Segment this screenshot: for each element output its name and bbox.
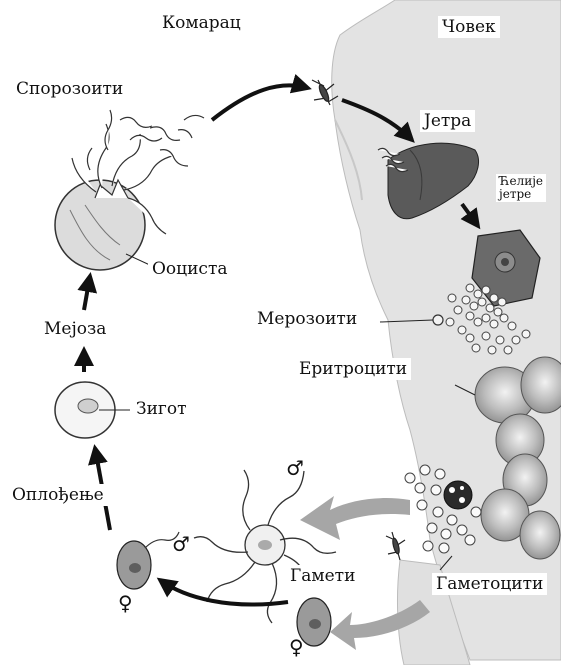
label-sporozoites: Спорозоити <box>12 78 127 100</box>
female-symbol-bottom: ♀ <box>285 636 308 658</box>
label-meiosis: Мејоза <box>40 318 110 340</box>
arrow-to-human <box>212 85 308 120</box>
label-liver-cells: Ћелије јетре <box>496 174 546 202</box>
female-symbol-left: ♀ <box>114 592 137 614</box>
header-mosquito: Комарац <box>158 12 245 34</box>
merozoite-sample <box>433 315 443 325</box>
arrow-to-oocyst <box>84 276 90 310</box>
label-gametocytes: Гаметоцити <box>432 573 547 595</box>
male-symbol-upper: ♂ <box>282 457 308 479</box>
label-oocyst: Ооциста <box>148 258 232 280</box>
label-zygote: Зигот <box>132 398 190 420</box>
header-human: Човек <box>438 16 500 38</box>
label-merozoites: Мерозоити <box>253 308 361 330</box>
label-gametes: Гамети <box>286 565 359 587</box>
infected-erythrocyte <box>444 481 472 509</box>
mosquito-bottom-icon <box>386 532 405 560</box>
male-symbol-lower: ♂ <box>168 533 194 555</box>
label-erythrocytes: Еритроцити <box>295 358 411 380</box>
label-fertilization: Оплођење <box>8 484 108 506</box>
label-liver: Јетра <box>420 110 475 132</box>
